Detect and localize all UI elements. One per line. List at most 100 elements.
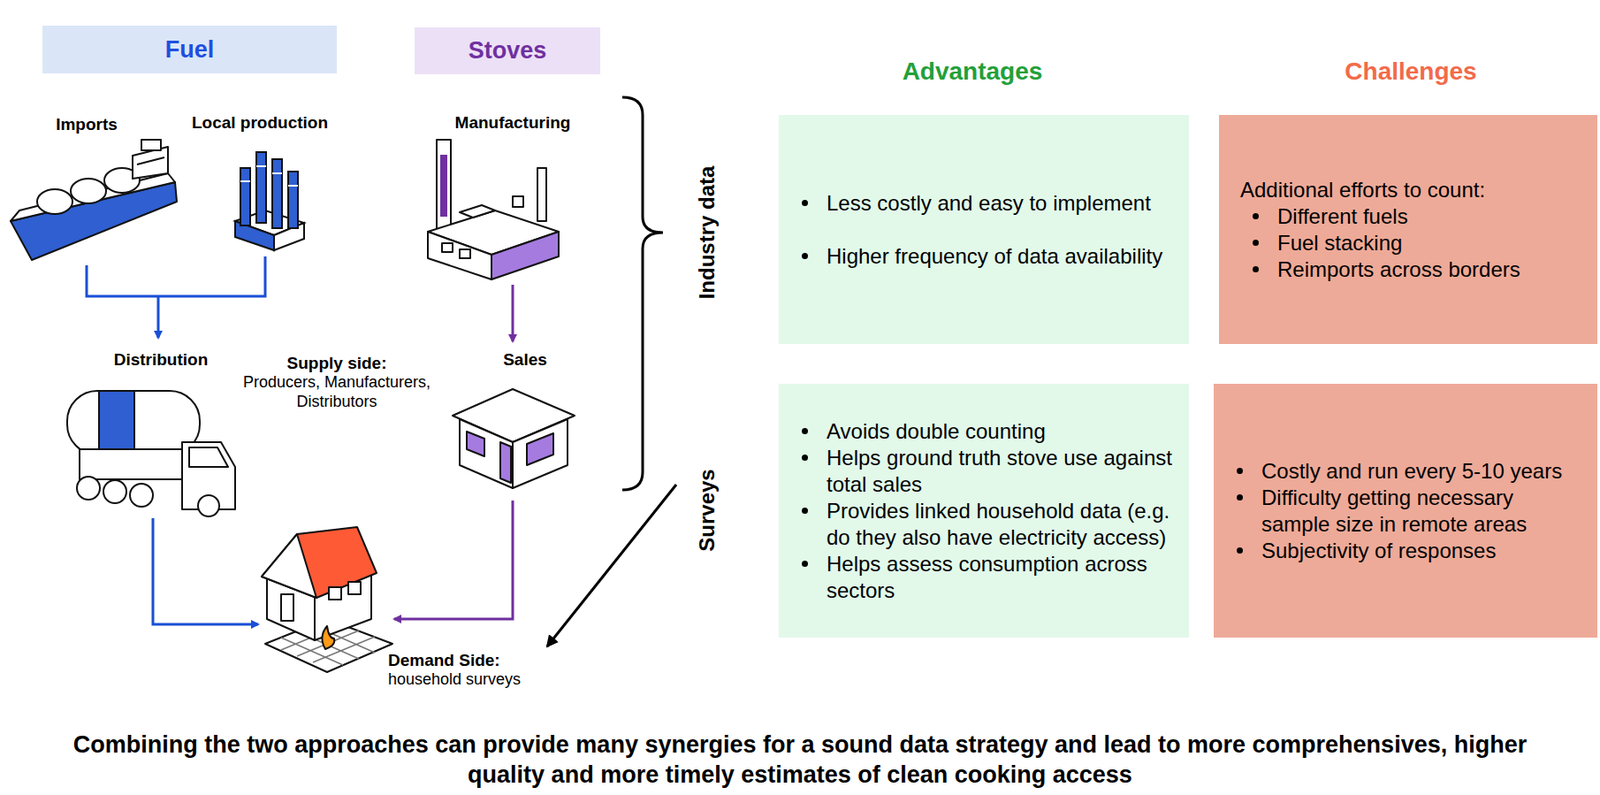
bullet-dot bbox=[801, 252, 808, 260]
fuel-factory-icon-part bbox=[288, 171, 298, 229]
manufacturing-factory-icon-part bbox=[512, 196, 524, 207]
header-box: Stoves bbox=[414, 27, 601, 75]
header-text: Fuel bbox=[165, 36, 215, 64]
bullet-text: Additional efforts to count: bbox=[1240, 177, 1486, 202]
advantages-box: Less costly and easy to implementHigher … bbox=[778, 114, 1189, 344]
manufacturing-factory-icon-part bbox=[491, 231, 559, 280]
bullet-item: Reimports across borders bbox=[1250, 256, 1582, 283]
fuel-factory-icon bbox=[235, 152, 305, 251]
fuel-factory-icon-part bbox=[272, 159, 282, 229]
house-icon-part bbox=[328, 586, 342, 600]
bullet-text: Costly and run every 5-10 years bbox=[1261, 458, 1562, 483]
bullet-text: Higher frequency of data availability bbox=[826, 243, 1163, 268]
fuel-factory-icon-part bbox=[256, 165, 267, 168]
challenges-box: Additional efforts to count:Different fu… bbox=[1219, 114, 1598, 344]
house-icon-part bbox=[321, 625, 335, 649]
bullet-text: Subjectivity of responses bbox=[1261, 538, 1496, 563]
side-note: household surveys bbox=[388, 670, 521, 690]
row-label: Industry data bbox=[694, 166, 721, 300]
fuel-factory-icon-part bbox=[256, 152, 267, 223]
bullet-dot bbox=[801, 454, 808, 461]
bullet-text: Helps assess consumption across sectors bbox=[826, 551, 1148, 602]
bullet-item: Additional efforts to count: bbox=[1240, 176, 1582, 204]
header-text: Stoves bbox=[468, 37, 548, 65]
bullet-item: Subjectivity of responses bbox=[1234, 537, 1582, 564]
bullet-item: Helps assess consumption across sectors bbox=[800, 550, 1174, 604]
manufacturing-factory-icon-part bbox=[436, 139, 451, 239]
house-icon-part bbox=[348, 581, 361, 595]
tanker-truck-icon bbox=[67, 390, 236, 517]
ship-icon bbox=[10, 139, 177, 260]
bullet-text: Difficulty getting necessary sample size… bbox=[1261, 485, 1527, 536]
ship-icon-part bbox=[137, 157, 165, 165]
shop-icon-part bbox=[459, 419, 513, 488]
house-icon-part bbox=[261, 526, 377, 598]
flow-arrows bbox=[86, 256, 677, 647]
icon-label: Imports bbox=[55, 114, 118, 136]
ship-icon-part bbox=[10, 173, 176, 221]
house-icon bbox=[261, 526, 393, 672]
tanker-truck-icon-part bbox=[189, 447, 229, 467]
bullet-dot bbox=[801, 199, 808, 206]
shop-icon bbox=[452, 388, 575, 488]
fuel-factory-icon-part bbox=[288, 184, 298, 187]
icon-label: Manufacturing bbox=[455, 113, 572, 134]
bullet-text: Different fuels bbox=[1277, 204, 1409, 229]
manufacturing-factory-icon bbox=[427, 139, 559, 280]
house-icon-part bbox=[281, 594, 294, 621]
flow-arrows-part bbox=[157, 296, 160, 338]
caption: Combining the two approaches can provide… bbox=[70, 730, 1530, 791]
flow-arrows-part bbox=[86, 256, 266, 297]
tanker-truck-icon-part bbox=[99, 390, 135, 455]
bullet-text: Provides linked household data (e.g. do … bbox=[826, 498, 1170, 549]
bullet-item: Higher frequency of data availability bbox=[800, 243, 1174, 270]
challenges-box: Costly and run every 5-10 yearsDifficult… bbox=[1213, 383, 1598, 638]
side-label: Supply side: bbox=[287, 353, 388, 374]
tanker-truck-icon-part bbox=[103, 480, 127, 503]
bullet-item: Difficulty getting necessary sample size… bbox=[1234, 484, 1582, 538]
manufacturing-factory-icon-part bbox=[441, 243, 453, 252]
side-label: Demand Side: bbox=[388, 650, 501, 671]
bullet-item: Avoids double counting bbox=[800, 418, 1174, 445]
flow-arrows-part bbox=[152, 518, 259, 625]
tanker-truck-icon-part bbox=[79, 449, 195, 480]
flow-arrows-part bbox=[547, 484, 677, 647]
bullet-text: Reimports across borders bbox=[1277, 257, 1521, 282]
fuel-factory-icon-part bbox=[240, 167, 251, 226]
bullet-item: Different fuels bbox=[1250, 203, 1582, 230]
side-note: Producers, Manufacturers, Distributors bbox=[230, 373, 443, 412]
bullet-dot bbox=[801, 507, 808, 514]
bullet-item: Less costly and easy to implement bbox=[800, 190, 1174, 217]
manufacturing-factory-icon-part bbox=[440, 154, 448, 217]
row-label: Surveys bbox=[694, 468, 721, 551]
manufacturing-factory-icon-part bbox=[537, 167, 547, 221]
ship-icon-part bbox=[70, 178, 107, 204]
tanker-truck-icon-part bbox=[67, 390, 200, 455]
shop-icon-part bbox=[466, 431, 485, 457]
bracket bbox=[622, 97, 663, 490]
bullet-text: Helps ground truth stove use against tot… bbox=[826, 445, 1173, 496]
tanker-truck-icon-part bbox=[76, 476, 100, 500]
tanker-truck-icon-part bbox=[129, 483, 153, 507]
bullet-item: Provides linked household data (e.g. do … bbox=[800, 497, 1174, 551]
bullet-item: Helps ground truth stove use against tot… bbox=[800, 444, 1174, 498]
advantages-box: Avoids double countingHelps ground truth… bbox=[778, 383, 1189, 638]
shop-icon-part bbox=[526, 433, 554, 465]
manufacturing-factory-icon-part bbox=[427, 231, 492, 280]
ship-icon-part bbox=[132, 146, 168, 179]
header-box: Fuel bbox=[42, 25, 337, 74]
bullet-dot bbox=[1236, 547, 1243, 554]
bullet-dot bbox=[801, 560, 808, 567]
ship-icon-part bbox=[37, 189, 73, 214]
column-heading: Advantages bbox=[902, 56, 1044, 87]
ship-icon-part bbox=[141, 139, 161, 151]
tanker-truck-icon-part bbox=[198, 495, 220, 517]
house-icon-part bbox=[261, 533, 317, 598]
manufacturing-factory-icon-part bbox=[459, 205, 496, 218]
flow-arrows-part bbox=[394, 500, 513, 619]
icon-label: Distribution bbox=[114, 350, 209, 371]
bullet-dot bbox=[1236, 494, 1243, 501]
bullet-text: Avoids double counting bbox=[826, 419, 1046, 443]
manufacturing-factory-icon-part bbox=[459, 249, 471, 259]
bullet-text: Less costly and easy to implement bbox=[826, 190, 1151, 215]
